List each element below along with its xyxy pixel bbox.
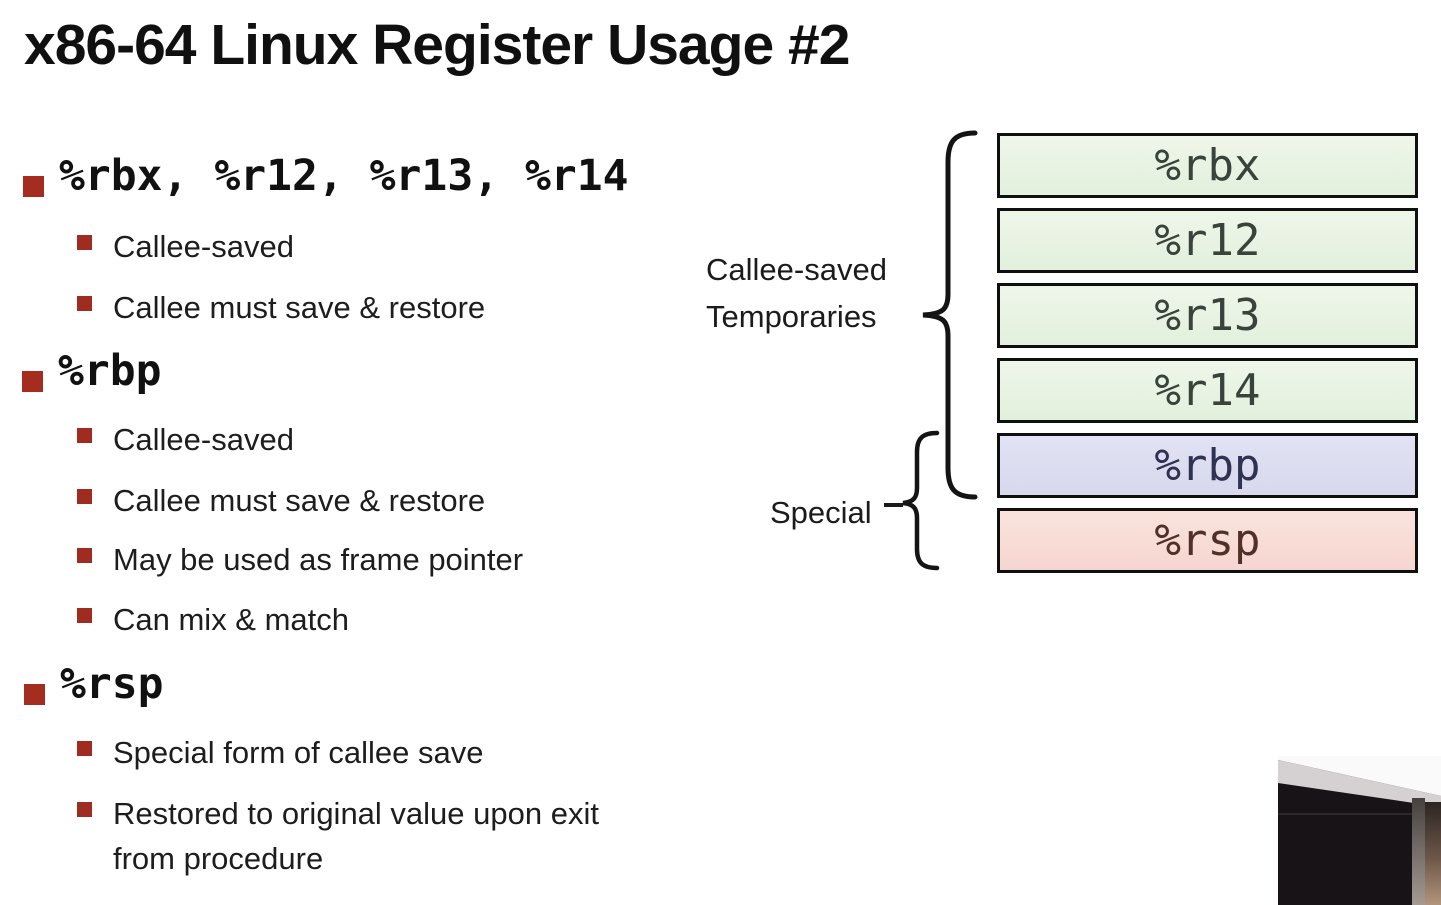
sub-bullet-item: May be used as frame pointer (77, 538, 523, 583)
register-box-rbx: %rbx (997, 133, 1418, 198)
sub-bullet-label: May be used as frame pointer (113, 542, 524, 577)
register-group-heading: %rbx, %r12, %r13, %r14 (59, 151, 629, 201)
sub-bullet-icon (77, 741, 92, 756)
sub-bullet-item: Callee must save & restore (77, 286, 485, 331)
sub-bullet-icon (77, 235, 92, 250)
sub-bullet-item: Callee-saved (77, 225, 294, 270)
sub-bullet-item: Callee-saved (77, 418, 294, 463)
sub-bullet-icon (77, 296, 92, 311)
sub-bullet-label: Callee-saved (113, 229, 294, 264)
section-heading-rsp: %rsp (24, 658, 164, 712)
sub-bullet-item: Special form of callee save (77, 731, 483, 776)
sub-bullet-label: Special form of callee save (113, 735, 484, 770)
sub-bullet-item: Can mix & match (77, 598, 349, 643)
sub-bullet-icon (77, 489, 92, 504)
sub-bullet-label: Callee must save & restore (113, 483, 486, 518)
sub-bullet-icon (77, 428, 92, 443)
special-label-connector (884, 503, 903, 507)
sub-bullet-item: Restored to original value upon exit fro… (77, 792, 618, 882)
page-title: x86-64 Linux Register Usage #2 (24, 13, 850, 77)
sub-bullet-icon (77, 548, 92, 563)
register-group-heading: %rbp (58, 346, 162, 396)
sub-bullet-icon (77, 802, 92, 817)
sub-bullet-item: Callee must save & restore (77, 479, 485, 524)
callee-saved-label-line1: Callee-saved (706, 252, 887, 287)
sub-bullet-label: Can mix & match (113, 602, 350, 637)
register-box-rsp: %rsp (997, 508, 1418, 573)
register-group-heading: %rsp (60, 659, 164, 709)
sub-bullet-icon (77, 608, 92, 623)
bullet-icon (24, 684, 45, 705)
callee-saved-temporaries-label: Callee-saved Temporaries (706, 246, 887, 340)
register-box-r13: %r13 (997, 283, 1418, 348)
sub-bullet-label: Callee-saved (113, 422, 294, 457)
webcam-video-frame (1278, 756, 1441, 905)
sub-bullet-label: Callee must save & restore (113, 290, 486, 325)
register-box-r14: %r14 (997, 358, 1418, 423)
section-heading-rbx-r12-r13-r14: %rbx, %r12, %r13, %r14 (23, 150, 629, 204)
register-box-r12: %r12 (997, 208, 1418, 273)
bullet-icon (22, 371, 43, 392)
register-box-rbp: %rbp (997, 433, 1418, 498)
bullet-icon (23, 176, 44, 197)
webcam-overlay (1278, 756, 1441, 905)
callee-saved-brace (922, 130, 978, 500)
callee-saved-label-line2: Temporaries (706, 299, 877, 334)
sub-bullet-label: Restored to original value upon exit fro… (113, 796, 599, 876)
section-heading-rbp: %rbp (22, 345, 162, 399)
special-brace (902, 430, 940, 571)
special-label: Special (770, 495, 872, 530)
